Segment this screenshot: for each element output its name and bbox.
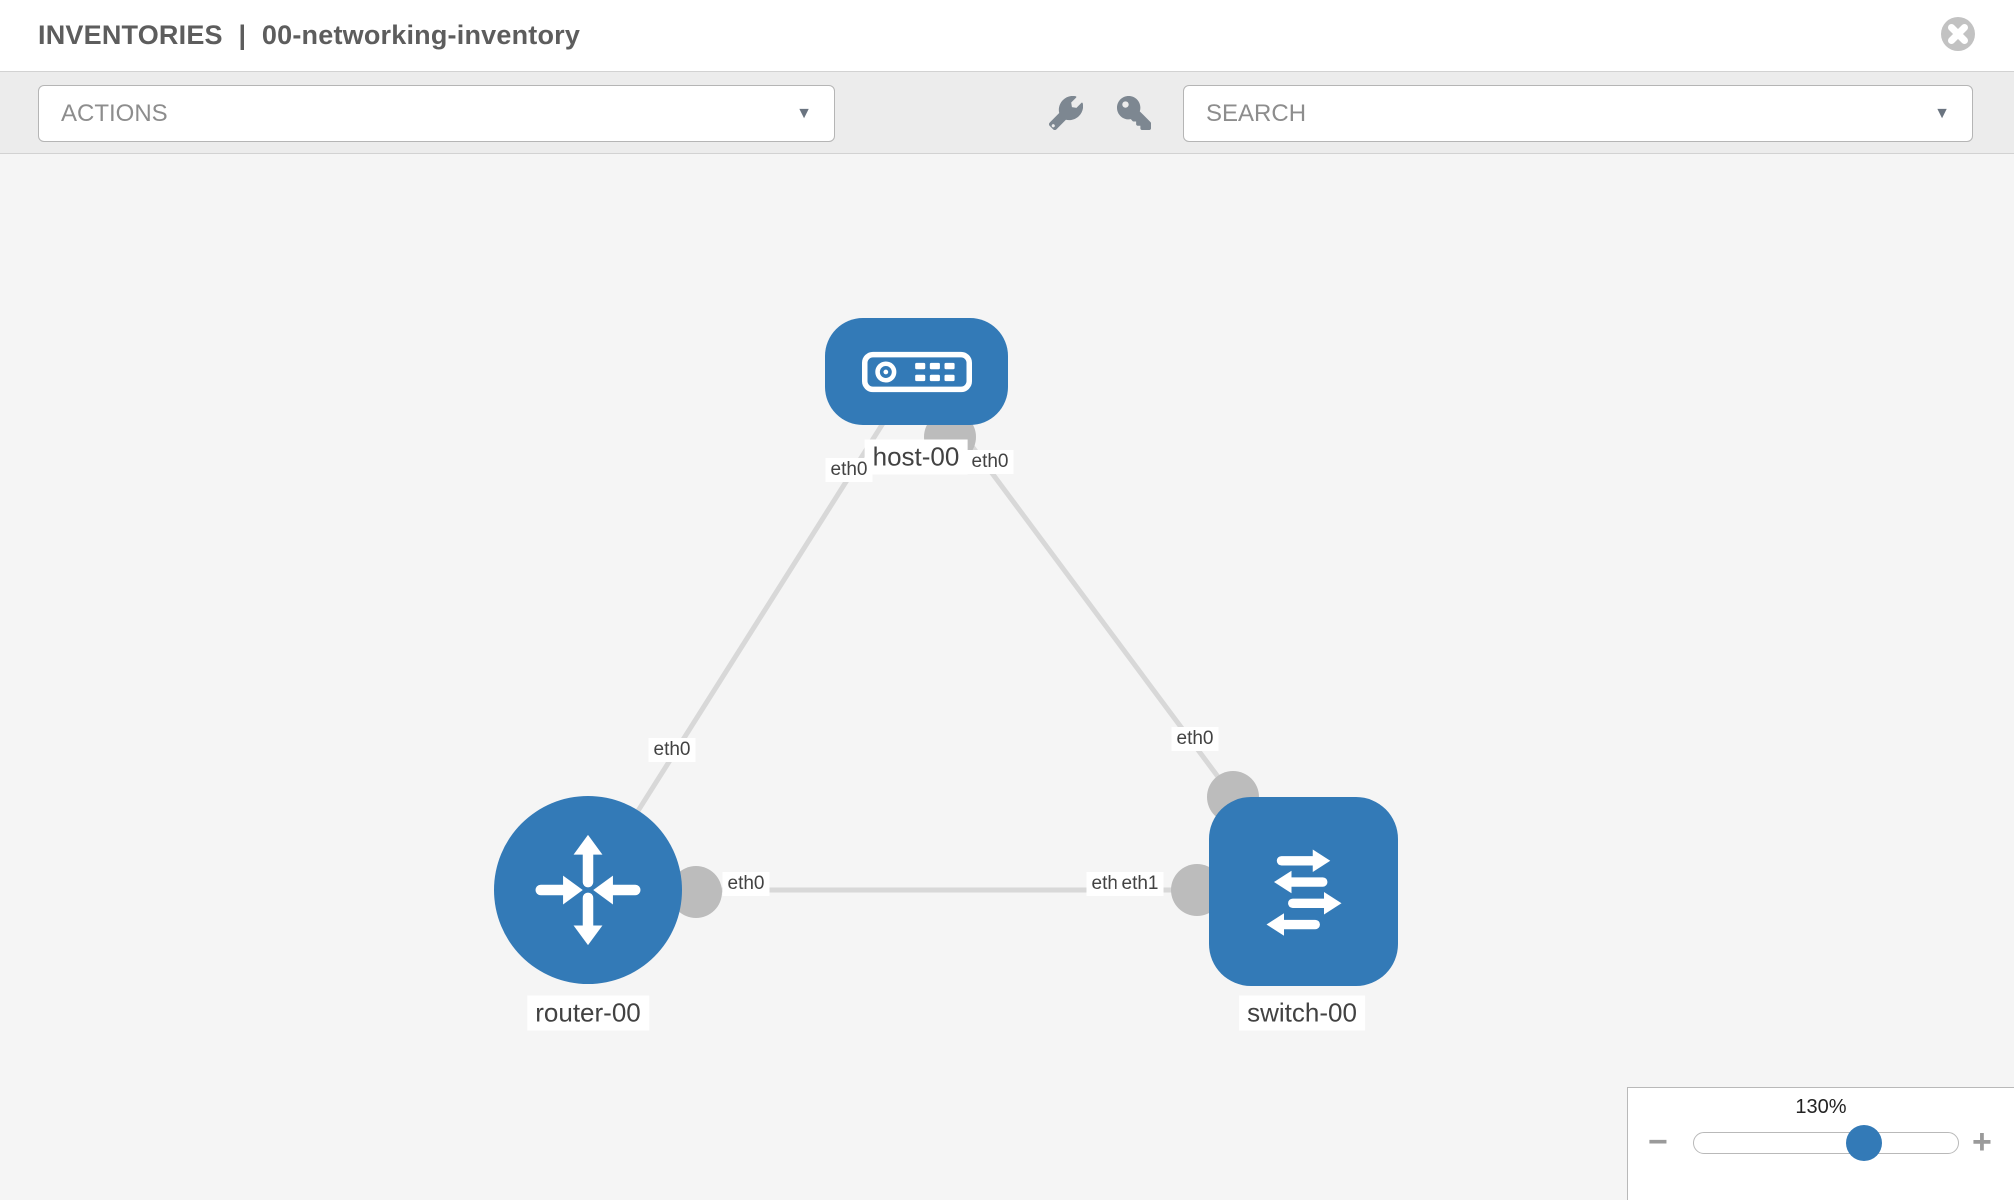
plus-icon: + [1972, 1123, 1992, 1161]
node-switch-00[interactable] [1209, 797, 1398, 986]
configure-button[interactable] [1048, 95, 1084, 132]
node-host-00[interactable] [825, 318, 1008, 425]
interface-label-host-right: eth0 [966, 450, 1014, 474]
chevron-down-icon: ▼ [1934, 104, 1950, 122]
topology-canvas[interactable]: host-00 router-00 switch-00 eth0 eth0 et… [0, 154, 2014, 1200]
interface-label-switch-edge: eth0 [1171, 727, 1219, 751]
host-icon [861, 351, 972, 392]
node-label-router: router-00 [527, 995, 649, 1031]
minus-icon: − [1648, 1123, 1668, 1161]
close-icon [1941, 17, 1975, 51]
zoom-level-label: 130% [1795, 1096, 1847, 1118]
chevron-down-icon: ▼ [796, 104, 812, 122]
node-label-switch: switch-00 [1239, 995, 1365, 1031]
actions-dropdown-label: ACTIONS [61, 99, 168, 127]
interface-label-router-edge: eth0 [648, 738, 696, 762]
router-icon [535, 834, 641, 946]
zoom-out-button[interactable]: − [1648, 1124, 1668, 1160]
search-dropdown-label: SEARCH [1206, 99, 1307, 127]
page-title: INVENTORIES | 00-networking-inventory [38, 20, 588, 51]
node-label-host: host-00 [864, 439, 968, 475]
zoom-in-button[interactable]: + [1972, 1124, 1992, 1160]
breadcrumb-separator: | [238, 20, 247, 50]
zoom-slider-knob[interactable] [1846, 1125, 1882, 1161]
inventory-name: 00-networking-inventory [261, 20, 581, 50]
toolbar: ACTIONS ▼ SEARCH ▼ [0, 71, 2014, 154]
interface-label-switch-left-front: eth1 [1116, 872, 1164, 896]
interface-label-host-left: eth0 [825, 458, 873, 482]
zoom-panel: 130% − + [1627, 1087, 2014, 1200]
actions-dropdown[interactable]: ACTIONS ▼ [38, 85, 835, 142]
credentials-button[interactable] [1116, 96, 1152, 132]
key-icon [1117, 96, 1151, 130]
wrench-icon [1049, 95, 1084, 130]
link-host-router[interactable] [585, 369, 919, 892]
node-router-00[interactable] [494, 796, 682, 984]
interface-label-router-right: eth0 [722, 872, 770, 896]
panel-header: INVENTORIES | 00-networking-inventory [0, 0, 2014, 71]
close-button[interactable] [1940, 16, 1976, 52]
search-dropdown[interactable]: SEARCH ▼ [1183, 85, 1973, 142]
connector-router-right [670, 866, 722, 918]
switch-icon [1266, 849, 1341, 936]
breadcrumb-parent: INVENTORIES [38, 20, 223, 50]
zoom-slider-track[interactable] [1693, 1125, 1959, 1161]
